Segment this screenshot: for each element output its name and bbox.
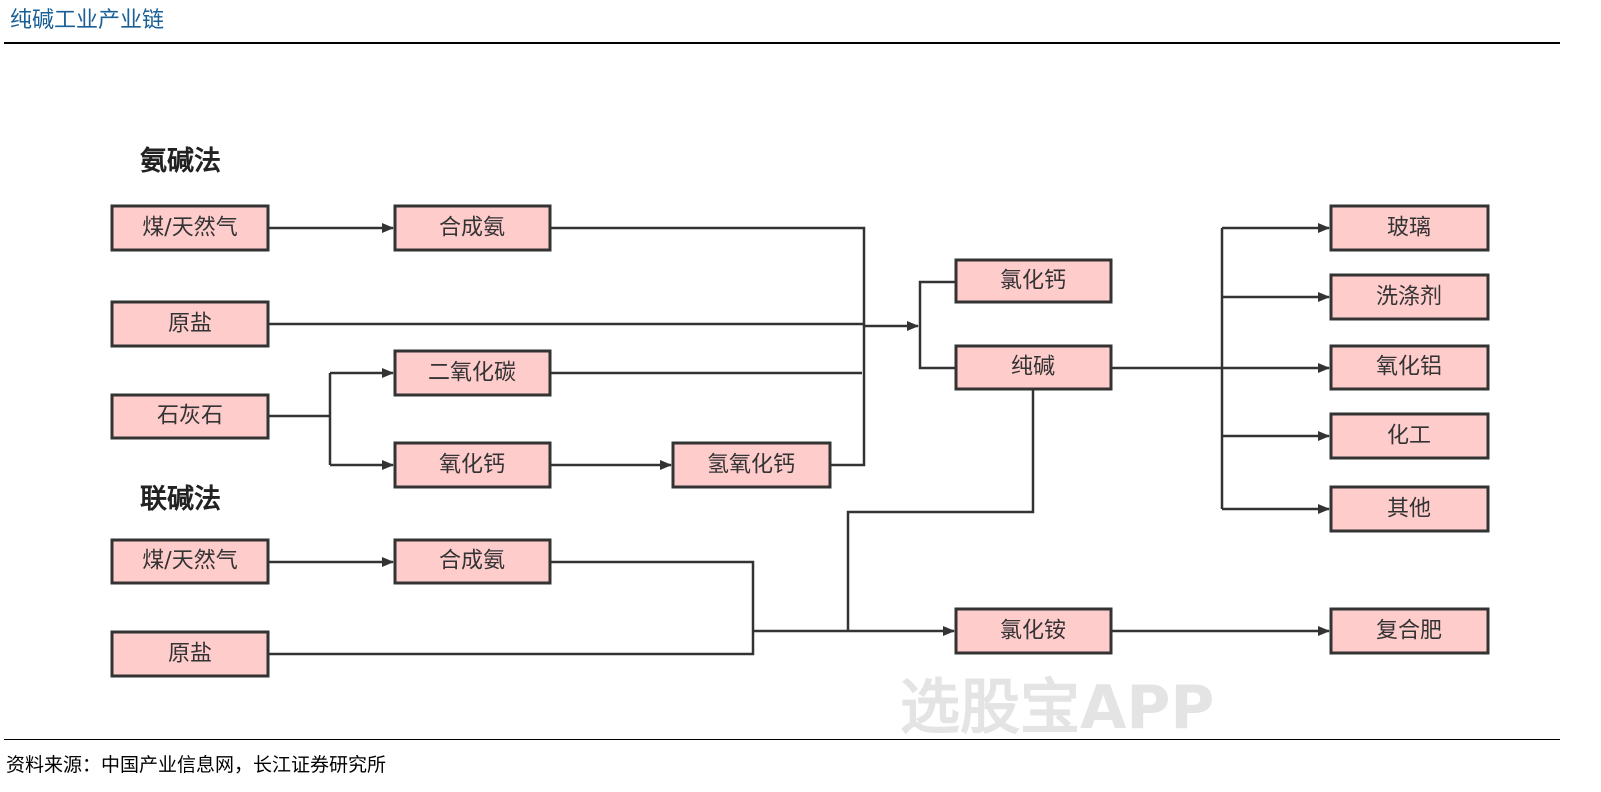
node-coal-gas-1: 煤/天然气 — [110, 204, 270, 252]
svg-text:氧化钙: 氧化钙 — [439, 453, 505, 478]
watermark: 选股宝APP — [900, 673, 1214, 743]
node-compound-fertilizer: 复合肥 — [1329, 607, 1490, 655]
node-coal-gas-2: 煤/天然气 — [110, 538, 270, 585]
svg-text:其他: 其他 — [1387, 497, 1431, 522]
node-soda-ash: 纯碱 — [954, 344, 1113, 391]
node-limestone: 石灰石 — [110, 393, 270, 440]
node-glass: 玻璃 — [1329, 204, 1490, 252]
svg-text:石灰石: 石灰石 — [157, 404, 223, 429]
node-salt-1: 原盐 — [110, 300, 270, 348]
svg-text:玻璃: 玻璃 — [1387, 216, 1431, 241]
node-nh4cl: 氯化铵 — [954, 607, 1113, 655]
svg-text:复合肥: 复合肥 — [1376, 619, 1442, 644]
node-cao: 氧化钙 — [393, 441, 552, 489]
connectors — [268, 223, 1330, 656]
node-salt-2: 原盐 — [110, 630, 270, 678]
svg-text:二氧化碳: 二氧化碳 — [428, 361, 516, 386]
page-title: 纯碱工业产业链 — [10, 8, 165, 33]
node-cacl2: 氯化钙 — [954, 258, 1113, 304]
node-chemical: 化工 — [1329, 412, 1490, 460]
node-detergent: 洗涤剂 — [1329, 273, 1490, 321]
svg-text:煤/天然气: 煤/天然气 — [142, 216, 237, 241]
svg-text:氢氧化钙: 氢氧化钙 — [707, 453, 795, 478]
svg-text:洗涤剂: 洗涤剂 — [1376, 285, 1442, 310]
svg-text:纯碱: 纯碱 — [1011, 355, 1055, 380]
svg-text:合成氨: 合成氨 — [439, 549, 505, 574]
node-other: 其他 — [1329, 485, 1490, 533]
svg-text:氧化铝: 氧化铝 — [1376, 355, 1442, 380]
node-alumina: 氧化铝 — [1329, 344, 1490, 391]
section-combined-soda: 联碱法 — [140, 484, 221, 515]
svg-text:原盐: 原盐 — [168, 312, 212, 337]
divider — [4, 739, 1560, 740]
svg-text:氯化钙: 氯化钙 — [1000, 269, 1066, 294]
svg-text:化工: 化工 — [1387, 424, 1431, 449]
svg-text:合成氨: 合成氨 — [439, 216, 505, 241]
node-ammonia-1: 合成氨 — [393, 204, 552, 252]
svg-text:煤/天然气: 煤/天然气 — [142, 549, 237, 574]
node-co2: 二氧化碳 — [393, 349, 552, 397]
source-note: 资料来源：中国产业信息网，长江证券研究所 — [6, 754, 387, 776]
section-ammonia-soda: 氨碱法 — [140, 146, 221, 177]
divider — [4, 42, 1560, 44]
node-ammonia-2: 合成氨 — [393, 538, 552, 585]
svg-text:原盐: 原盐 — [168, 642, 212, 667]
node-caoh2: 氢氧化钙 — [671, 441, 832, 489]
svg-text:氯化铵: 氯化铵 — [1000, 619, 1066, 644]
